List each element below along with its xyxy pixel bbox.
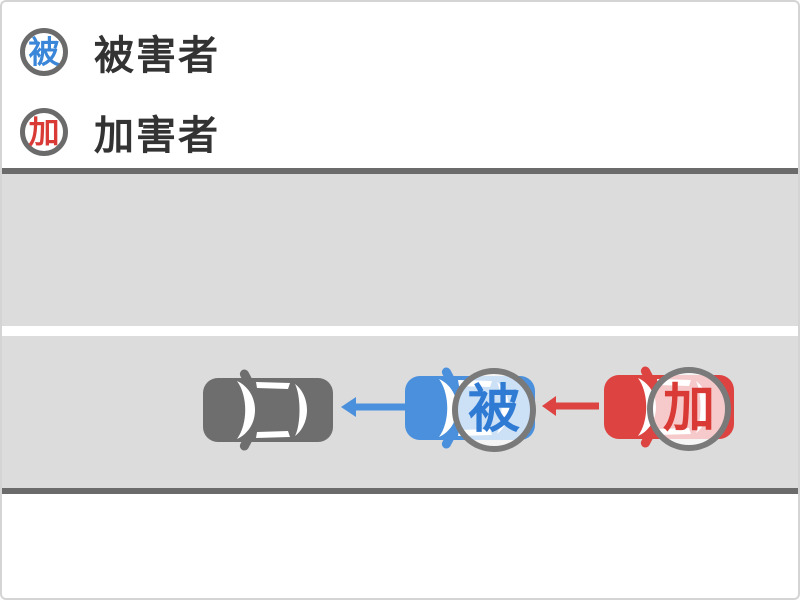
car-top-view-icon — [202, 368, 334, 452]
victim-label: 被害者 — [94, 34, 220, 78]
legend-item-victim: 被 被害者 — [20, 23, 220, 81]
victim-car-badge: 被 — [452, 368, 536, 452]
perpetrator-direction-arrow-icon — [542, 396, 599, 416]
legend: 被 被害者 加 加害者 — [20, 23, 220, 183]
legend-item-perpetrator: 加 加害者 — [20, 103, 220, 161]
stopped-car — [202, 368, 334, 452]
road-edge-top — [2, 168, 798, 174]
lane-divider-line — [2, 326, 798, 336]
oncoming-lane — [2, 174, 798, 326]
perpetrator-badge-icon: 加 — [20, 108, 68, 156]
victim-direction-arrow-icon — [341, 397, 407, 417]
road-edge-bottom — [2, 488, 798, 494]
perpetrator-car-badge: 加 — [647, 367, 731, 451]
victim-badge-icon: 被 — [20, 28, 68, 76]
perpetrator-label: 加害者 — [94, 114, 220, 158]
